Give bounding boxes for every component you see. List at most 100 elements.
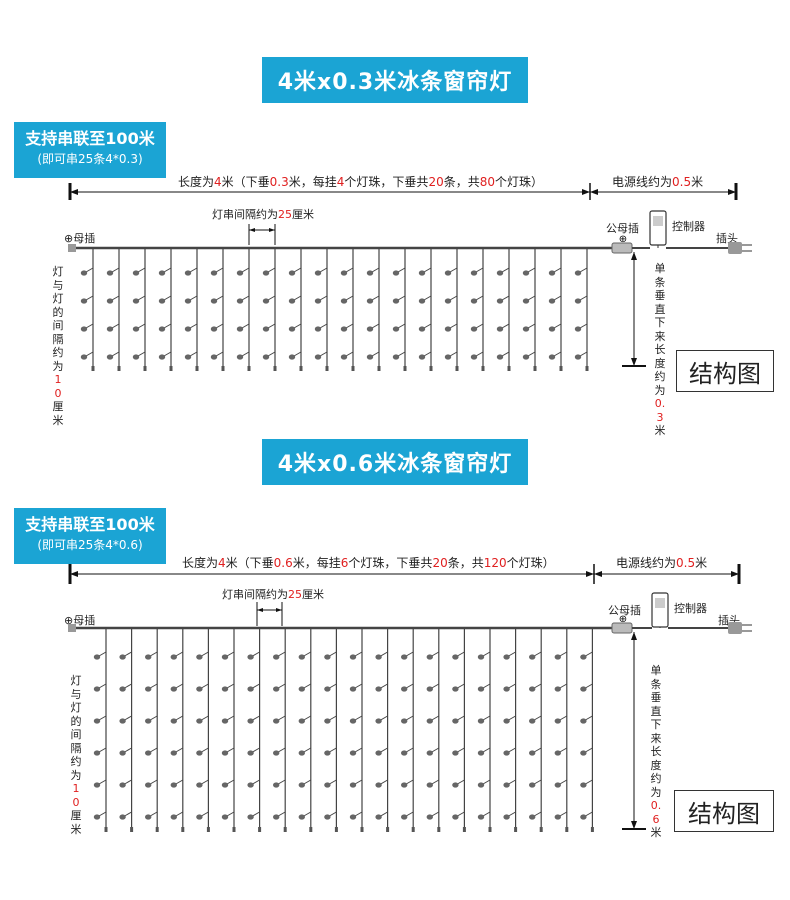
bulb-stem [175,747,184,753]
bulb-stem [98,683,107,689]
bulb [247,718,254,724]
bulb-stem [354,811,363,817]
support-line1: 支持串联至100米 [25,515,155,534]
bulb [119,654,126,660]
support-line1: 支持串联至100米 [25,129,155,148]
bulb [529,686,536,692]
bulb [401,686,408,692]
bulb [132,270,140,276]
bulb [470,326,478,332]
bulb-stem [303,811,312,817]
bulb-stem [201,779,209,785]
bulb-stem [559,779,568,785]
bulb [158,326,166,332]
female-plug-icon [68,244,76,252]
strand-end-cap [232,827,236,832]
bulb-stem [85,351,94,357]
bulb [314,270,322,276]
bulb [247,654,254,660]
bulb [375,750,382,756]
female-plug-label: ⊕母插 [64,232,96,245]
bulb-stem [559,811,568,817]
bulb-stem [553,295,562,301]
bulb-stem [371,295,380,301]
bulb [236,270,244,276]
bulb [145,686,152,692]
bulb-stem [405,651,414,657]
bulb-stem [354,651,363,657]
bulb [210,298,218,304]
strand-end-cap [360,827,364,832]
bulb-stem [482,683,491,689]
bulb-stem [380,683,388,689]
strand-end-cap [559,366,563,371]
bulb-stem [267,267,276,273]
bulb [93,654,101,660]
strand-end-cap [590,827,594,832]
bulb [196,718,203,724]
bulb [262,270,270,276]
bulb-stem [380,779,388,785]
bulb [273,654,280,660]
bulb-stem [405,779,414,785]
bulb-stem [449,295,458,301]
bulb-stem [397,295,406,301]
strand-end-cap [283,827,287,832]
bulb [580,782,587,788]
bulb-stem [124,779,132,785]
bulb-stem [559,651,568,657]
bulb [324,718,331,724]
bulb [119,814,126,820]
svg-text:⊕: ⊕ [619,614,627,625]
structure-diagram-label: 结构图 [676,350,774,392]
bulb [170,686,177,692]
strand-end-cap [221,366,225,371]
bulb-stem [201,683,209,689]
bulb-stem [482,747,491,753]
bulb [418,326,426,332]
bulb-stem [175,811,184,817]
bulb-stem [508,715,516,721]
bulb-stem [431,683,440,689]
bulb-stem [559,747,568,753]
strand-end-cap [539,827,543,832]
bulb [444,326,452,332]
bulb [401,654,408,660]
bulb [580,750,587,756]
bulb [401,782,408,788]
strand-end-cap [155,827,159,832]
strand-end-cap [247,366,251,371]
bulb-stem [397,323,406,329]
bulb [324,814,331,820]
bulb-stem [423,323,432,329]
strand-end-cap [143,366,147,371]
bulb [444,270,452,276]
support-line2: (即可串25条4*0.3) [37,152,143,166]
bulb [503,654,510,660]
bulb-stem [585,811,593,817]
bulb [106,270,114,276]
bulb-stem [449,351,458,357]
bulb [444,298,452,304]
bulb [426,750,433,756]
bulb-stem [380,747,388,753]
strand-end-cap [507,366,511,371]
bulb-stem [371,351,380,357]
bulb-stem [380,651,388,657]
bulb [119,782,126,788]
bulb-stem [163,351,172,357]
bulb [554,718,561,724]
drop-length-vertical-text: 单条垂直下来长度约为0.6米 [650,664,662,839]
power-dimension-line [594,564,741,584]
bulb [366,326,374,332]
bulb [170,782,177,788]
bulb [184,326,192,332]
bulb [426,654,433,660]
strand-end-cap [565,827,569,832]
bulb-stem [354,715,363,721]
bulb-stem [371,323,380,329]
bulb-stem [431,811,440,817]
bulb-stem [585,779,593,785]
bulb-stem [431,651,440,657]
bulb-stem [163,295,172,301]
